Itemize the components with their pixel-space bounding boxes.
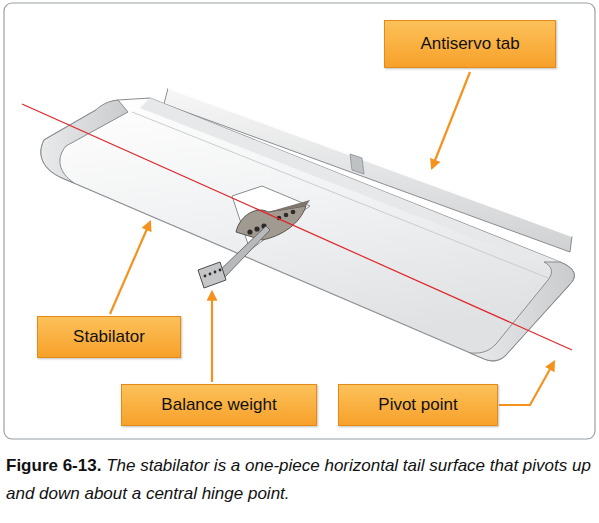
pivot-axis-line	[22, 104, 572, 350]
callout-label: Stabilator	[73, 327, 145, 347]
leader-line	[432, 72, 470, 168]
callout-label: Balance weight	[161, 395, 276, 415]
leader-line	[499, 362, 554, 405]
callout-box: Antiservo tab	[384, 20, 556, 68]
callout-box: Pivot point	[338, 384, 498, 426]
leader-line	[110, 222, 150, 314]
balance-weight-drawing	[198, 226, 270, 288]
figure-number: Figure 6-13.	[6, 456, 101, 475]
callout-label: Pivot point	[378, 395, 457, 415]
callout-box: Balance weight	[121, 384, 317, 426]
figure-caption: Figure 6-13. The stabilator is a one-pie…	[6, 452, 592, 508]
callout-label: Antiservo tab	[420, 34, 519, 54]
leader-line	[211, 292, 213, 382]
figure-frame	[4, 3, 595, 439]
callout-box: Stabilator	[37, 316, 181, 358]
